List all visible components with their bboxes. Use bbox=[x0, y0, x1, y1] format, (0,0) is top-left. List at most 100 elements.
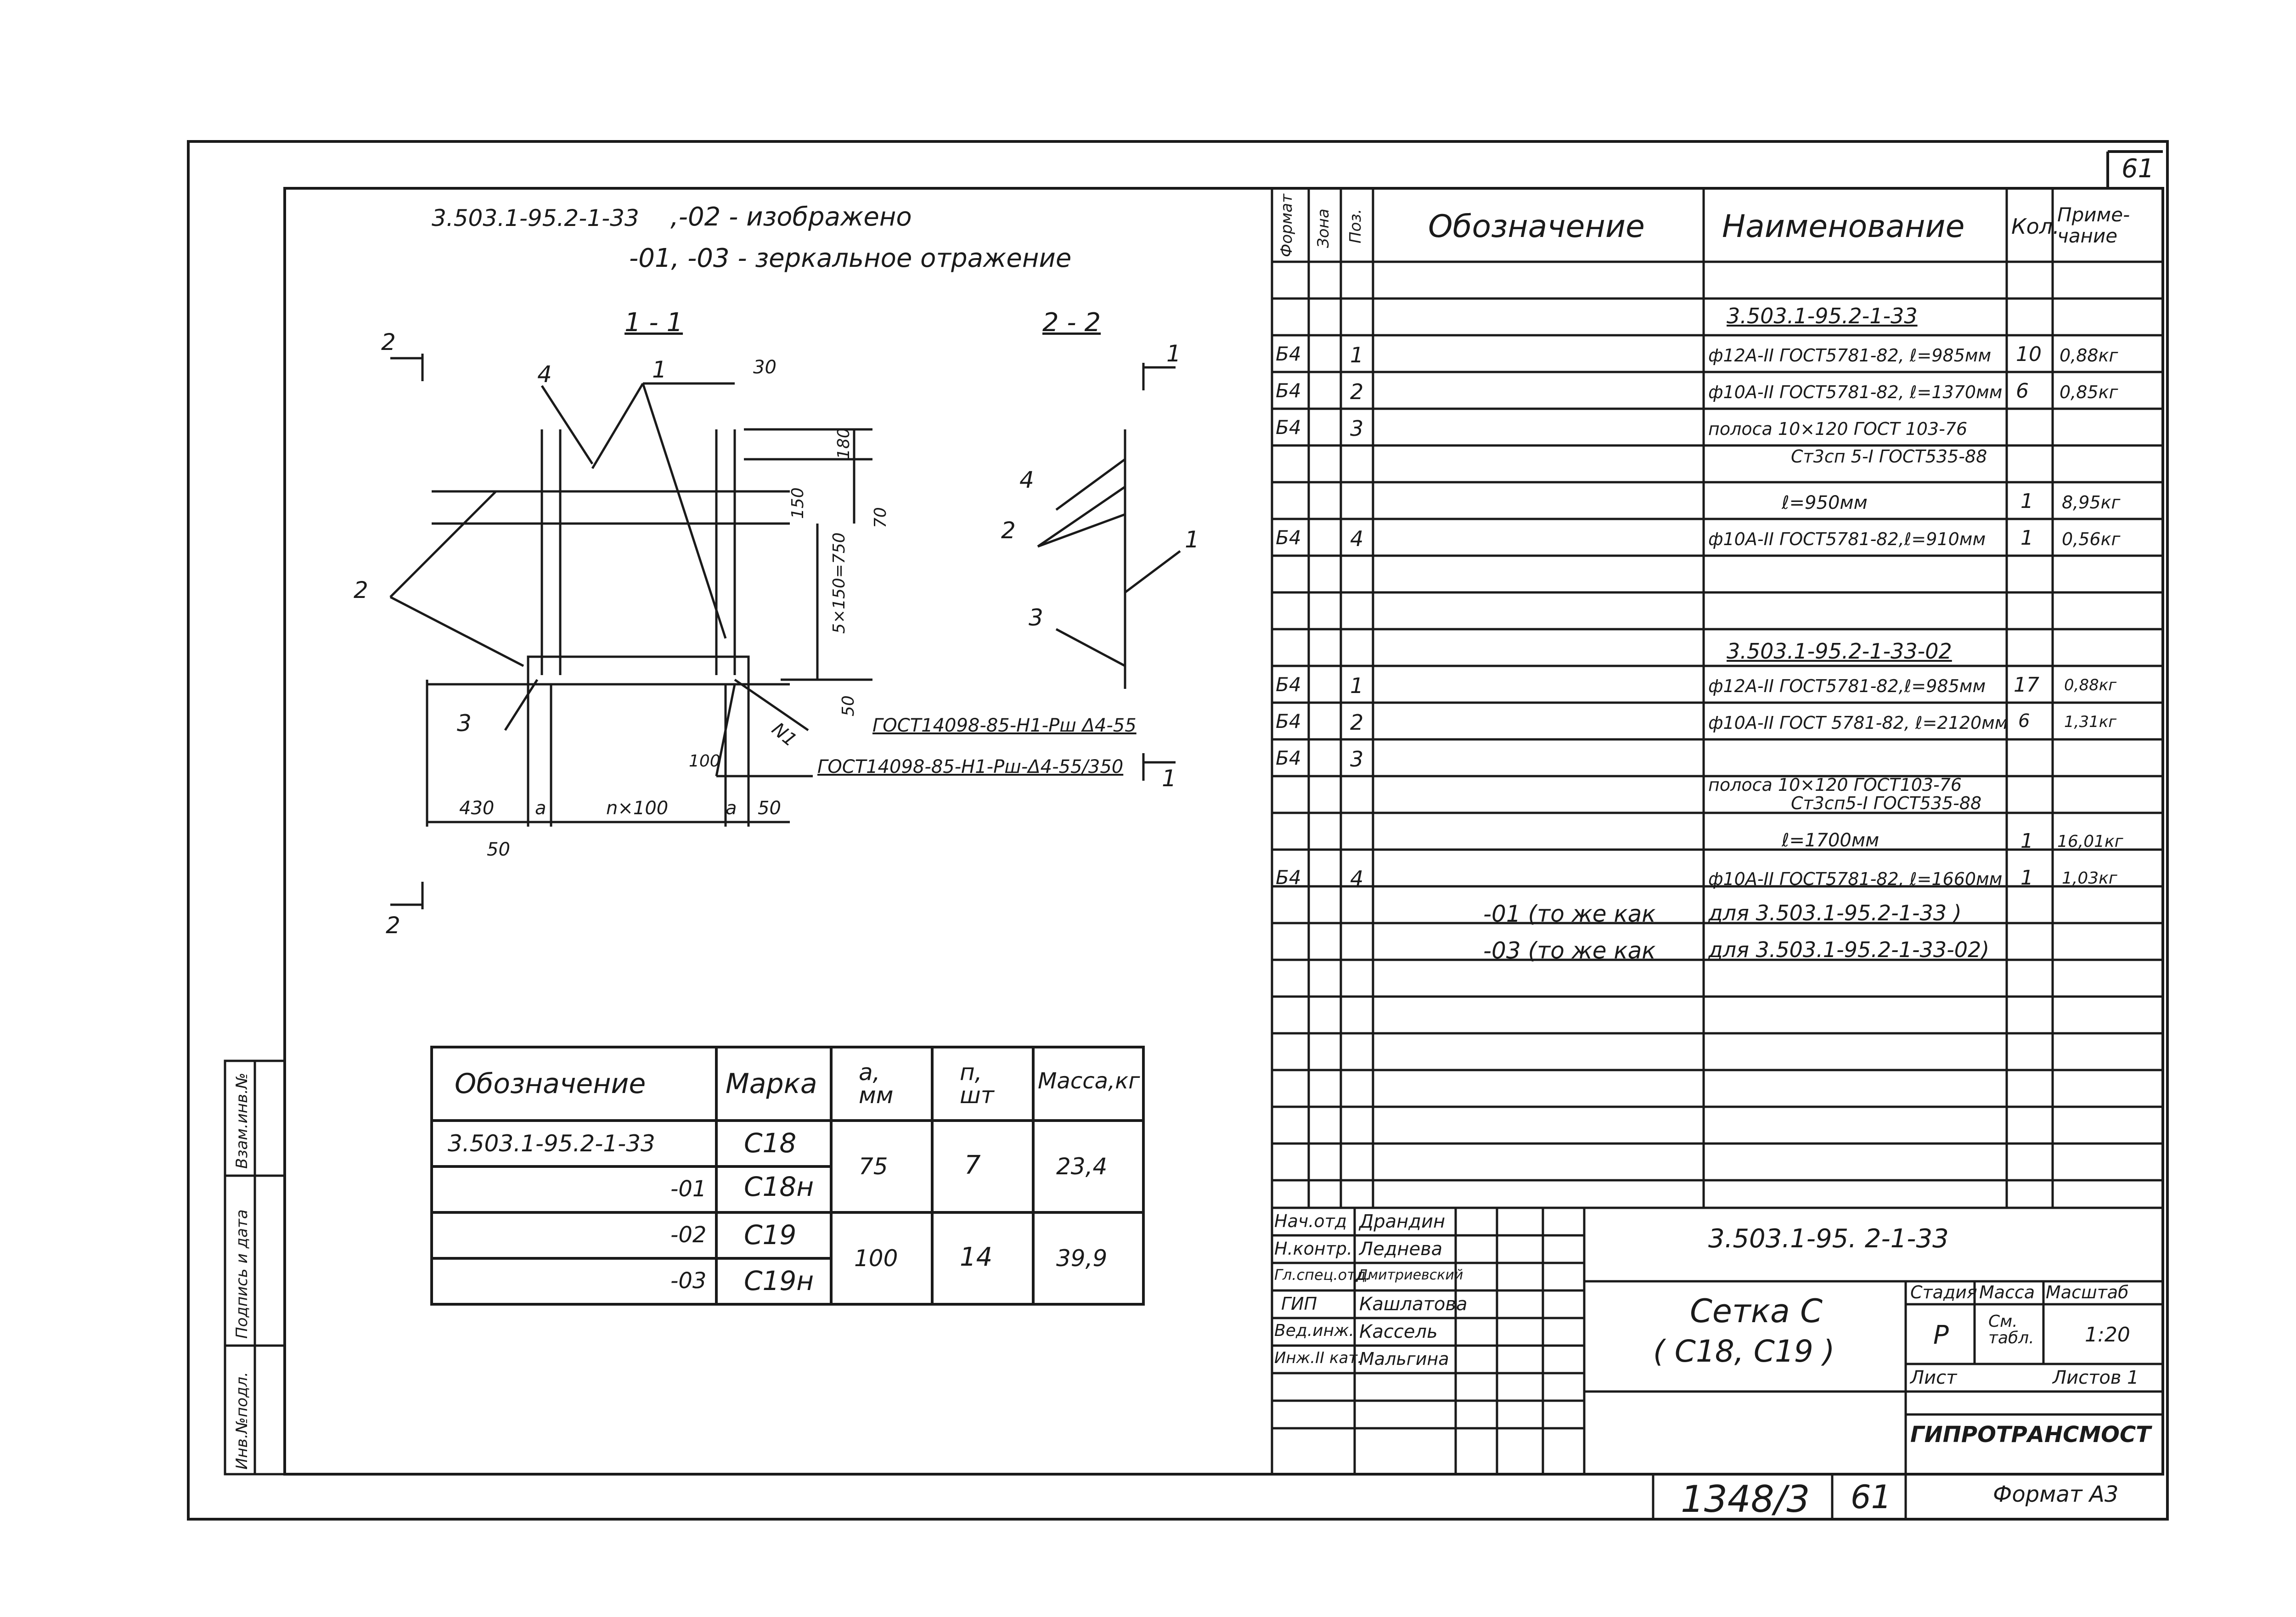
pos-label-2: 2 bbox=[354, 577, 368, 603]
sec22-pos-4: 4 bbox=[1019, 467, 1034, 493]
spec-row-5-pos: 4 bbox=[1350, 526, 1364, 551]
spec-row-5-name: ф10А-II ГОСТ5781-82,ℓ=910мм bbox=[1708, 529, 1986, 549]
spec-row-4-note: 8,95кг bbox=[2062, 492, 2121, 513]
drawing-subtitle: ( С18, С19 ) bbox=[1653, 1334, 1835, 1369]
spec-row-8-fmt: Б4 bbox=[1276, 673, 1301, 696]
dim-100: 100 bbox=[689, 752, 720, 771]
title-block-code: 3.503.1-95. 2-1-33 bbox=[1708, 1224, 1949, 1254]
spec-row-12-fmt: Б4 bbox=[1276, 866, 1301, 889]
spec-row-12-pos: 4 bbox=[1350, 866, 1364, 891]
role-3: Гл.спец.отд. bbox=[1274, 1266, 1371, 1284]
person-2: Леднева bbox=[1359, 1239, 1443, 1260]
section-2-2-title: 2 - 2 bbox=[1042, 308, 1101, 338]
marks-group-1-n: 7 bbox=[964, 1150, 981, 1180]
role-6: Инж.II кат. bbox=[1274, 1349, 1362, 1367]
marks-row-1-designation: 3.503.1-95.2-1-33 bbox=[448, 1130, 655, 1157]
stage-label: Стадия bbox=[1910, 1282, 1977, 1302]
marks-row-4-designation: -03 bbox=[670, 1268, 707, 1294]
spec-row-3-fmt: Б4 bbox=[1276, 416, 1301, 439]
dim-70: 70 bbox=[871, 507, 890, 528]
spec-row-8-qty: 17 bbox=[2014, 673, 2039, 697]
sheet-label: Лист bbox=[1910, 1367, 1957, 1388]
marks-row-3-designation: -02 bbox=[670, 1222, 707, 1248]
cut-mark-2-bottom: 2 bbox=[386, 912, 400, 939]
dim-a-right: a bbox=[726, 798, 737, 819]
marks-group-2-a: 100 bbox=[854, 1245, 898, 1272]
marks-header-mark: Марка bbox=[726, 1068, 817, 1100]
spec-row-8-name: ф12А-II ГОСТ5781-82,ℓ=985мм bbox=[1708, 676, 1986, 696]
cut-mark-1-bottom: 1 bbox=[1162, 765, 1176, 792]
role-2: Н.контр. bbox=[1274, 1239, 1353, 1259]
spec-row-4-qty: 1 bbox=[2020, 490, 2033, 513]
inner-frame bbox=[283, 187, 2164, 1476]
spec-row-3-name: полоса 10×120 ГОСТ 103-76 bbox=[1708, 419, 1968, 439]
outer-frame bbox=[187, 140, 2169, 1521]
spec-row-12-note: 1,03кг bbox=[2062, 869, 2117, 888]
spec-header-designation: Обозначение bbox=[1428, 208, 1645, 245]
spec-row-13-name: для 3.503.1-95.2-1-33 ) bbox=[1708, 901, 1962, 925]
spec-row-8-note: 0,88кг bbox=[2064, 676, 2117, 694]
side-stamp bbox=[224, 1059, 286, 1476]
spec-header-qty: Кол. bbox=[2011, 214, 2060, 239]
spec-row-11-name: ℓ=1700мм bbox=[1782, 830, 1880, 851]
dim-n-x-100: n×100 bbox=[606, 798, 669, 819]
sec22-pos-3: 3 bbox=[1029, 604, 1043, 631]
spec-row-9-fmt: Б4 bbox=[1276, 710, 1301, 732]
spec-row-2-qty: 6 bbox=[2016, 379, 2029, 403]
role-4: ГИП bbox=[1281, 1294, 1317, 1314]
spec-row-11-note: 16,01кг bbox=[2057, 832, 2123, 851]
marks-row-3-mark: С19 bbox=[744, 1219, 797, 1251]
spec-row-9-name: ф10А-II ГОСТ 5781-82, ℓ=2120мм bbox=[1708, 713, 2008, 733]
pos-label-1: 1 bbox=[652, 356, 667, 383]
mass-value: См. табл. bbox=[1988, 1312, 2034, 1347]
spec-row-1-qty: 10 bbox=[2016, 343, 2042, 366]
marks-header-designation: Обозначение bbox=[455, 1068, 646, 1100]
spec-row-2-pos: 2 bbox=[1350, 379, 1364, 404]
spec-row-14-designation: -03 (то же как bbox=[1483, 937, 1656, 964]
stage-value: Р bbox=[1933, 1320, 1949, 1350]
marks-row-2-mark: С18н bbox=[744, 1171, 814, 1202]
marks-group-1-a: 75 bbox=[859, 1153, 888, 1180]
footer-sheet: 61 bbox=[1851, 1478, 1892, 1516]
marks-group-1-mass: 23,4 bbox=[1056, 1153, 1108, 1180]
person-6: Мальгина bbox=[1359, 1349, 1449, 1369]
spec-row-10-name: полоса 10×120 ГОСТ103-76 bbox=[1708, 775, 1962, 795]
cut-mark-2-top: 2 bbox=[381, 329, 396, 355]
weld-note-2: ГОСТ14098-85-Н1-Рш-Δ4-55/350 bbox=[817, 756, 1124, 778]
spec-row-5-fmt: Б4 bbox=[1276, 526, 1301, 549]
marks-header-mass: Масса,кг bbox=[1038, 1068, 1140, 1094]
spec-row-9-pos: 2 bbox=[1350, 710, 1364, 735]
header-line1: ,-02 - изображено bbox=[670, 202, 912, 232]
spec-header-pos: Поз. bbox=[1346, 208, 1365, 243]
spec-row-10-fmt: Б4 bbox=[1276, 747, 1301, 769]
spec-row-1-fmt: Б4 bbox=[1276, 343, 1301, 365]
title-block-grid bbox=[1272, 1206, 2163, 1519]
dim-180: 180 bbox=[834, 428, 853, 459]
marks-row-2-designation: -01 bbox=[670, 1176, 707, 1202]
spec-header-zone: Зона bbox=[1314, 208, 1333, 248]
spec-row-5-qty: 1 bbox=[2020, 526, 2033, 550]
dim-150: 150 bbox=[788, 487, 807, 519]
spec-row-2-fmt: Б4 bbox=[1276, 379, 1301, 402]
album-number: 1348/3 bbox=[1681, 1478, 1810, 1521]
sec22-pos-2: 2 bbox=[1001, 517, 1016, 544]
spec-row-2-note: 0,85кг bbox=[2060, 382, 2118, 402]
person-3: Дмитриевский bbox=[1357, 1267, 1463, 1283]
side-stamp-signature: Подпись и дата bbox=[233, 1209, 251, 1339]
cut-mark-1-top: 1 bbox=[1166, 340, 1181, 367]
spec-row-11-qty: 1 bbox=[2020, 829, 2033, 853]
spec-row-5-note: 0,56кг bbox=[2062, 529, 2121, 549]
spec-row-3-name2: Ст3сп 5-I ГОСТ535-88 bbox=[1791, 446, 1987, 467]
header-line2: -01, -03 - зеркальное отражение bbox=[629, 243, 1072, 273]
spec-row-1-pos: 1 bbox=[1350, 343, 1364, 367]
spec-row-0-name: 3.503.1-95.2-1-33 bbox=[1727, 304, 1918, 328]
spec-header-format: Формат bbox=[1277, 194, 1296, 257]
spec-row-2-name: ф10А-II ГОСТ5781-82, ℓ=1370мм bbox=[1708, 382, 2003, 402]
spec-row-1-name: ф12А-II ГОСТ5781-82, ℓ=985мм bbox=[1708, 345, 1992, 366]
marks-header-n: п, шт bbox=[960, 1059, 994, 1109]
organization: ГИПРОТРАНСМОСТ bbox=[1910, 1422, 2151, 1448]
spec-row-13-designation: -01 (то же как bbox=[1483, 901, 1656, 927]
section-2-2-drawing bbox=[1037, 363, 1181, 781]
spec-row-9-note: 1,31кг bbox=[2064, 713, 2117, 731]
section-1-1-title: 1 - 1 bbox=[625, 308, 683, 338]
